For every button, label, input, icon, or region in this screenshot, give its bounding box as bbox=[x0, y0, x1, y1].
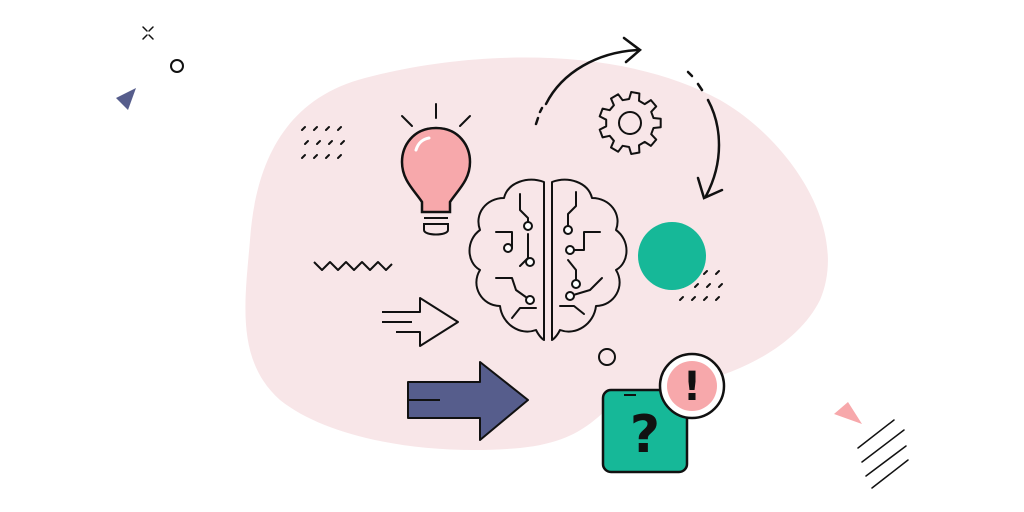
dot-grid-mark bbox=[316, 140, 321, 145]
dot-grid-mark bbox=[328, 140, 333, 145]
gear-icon bbox=[598, 91, 662, 155]
background-blob bbox=[245, 57, 828, 450]
dot-grid-mark bbox=[325, 154, 330, 159]
dot-grid-mark bbox=[679, 296, 684, 301]
dot-grid-mark bbox=[703, 270, 708, 275]
exclamation-mark: ! bbox=[683, 364, 701, 410]
curved-arrow-right-icon bbox=[686, 70, 724, 200]
small-ring bbox=[598, 348, 616, 366]
dot-grid-mark bbox=[301, 154, 306, 159]
dot-grid-mark bbox=[715, 296, 720, 301]
brain-circuit-icon bbox=[468, 178, 628, 341]
filled-arrow-icon bbox=[407, 361, 529, 441]
gear-outline bbox=[598, 91, 662, 155]
brain-circuit-nodes bbox=[503, 221, 581, 305]
hatch-lines bbox=[857, 419, 909, 489]
question-box-icon: ? bbox=[601, 388, 689, 474]
dot-grid-mark bbox=[337, 154, 342, 159]
dot-grid-mark bbox=[301, 126, 306, 131]
exclamation-badge-icon: ! bbox=[658, 352, 726, 420]
pink-shard bbox=[834, 402, 862, 424]
dot-grid-mark bbox=[718, 283, 723, 288]
question-mark: ? bbox=[630, 405, 660, 465]
sparkle-icon bbox=[142, 26, 154, 40]
curved-arrow-top-icon bbox=[534, 36, 642, 126]
dot-grid-mark bbox=[304, 140, 309, 145]
dot-grid bbox=[301, 126, 345, 159]
small-ring bbox=[170, 59, 184, 73]
navy-shard bbox=[116, 88, 136, 110]
dot-grid-mark bbox=[703, 296, 708, 301]
dot-grid-mark bbox=[313, 126, 318, 131]
dot-grid-mark bbox=[340, 140, 345, 145]
lightbulb-icon bbox=[400, 103, 472, 236]
dot-grid-mark bbox=[313, 154, 318, 159]
teal-circle bbox=[638, 222, 706, 290]
dot-grid-mark bbox=[694, 283, 699, 288]
gear-hub bbox=[618, 111, 642, 135]
dot-grid-mark bbox=[715, 270, 720, 275]
outline-double-arrow-icon bbox=[382, 297, 459, 347]
dot-grid-mark bbox=[706, 283, 711, 288]
dot-grid-mark bbox=[337, 126, 342, 131]
dot-grid-mark bbox=[325, 126, 330, 131]
zigzag-line bbox=[313, 261, 393, 271]
dot-grid-mark bbox=[691, 296, 696, 301]
